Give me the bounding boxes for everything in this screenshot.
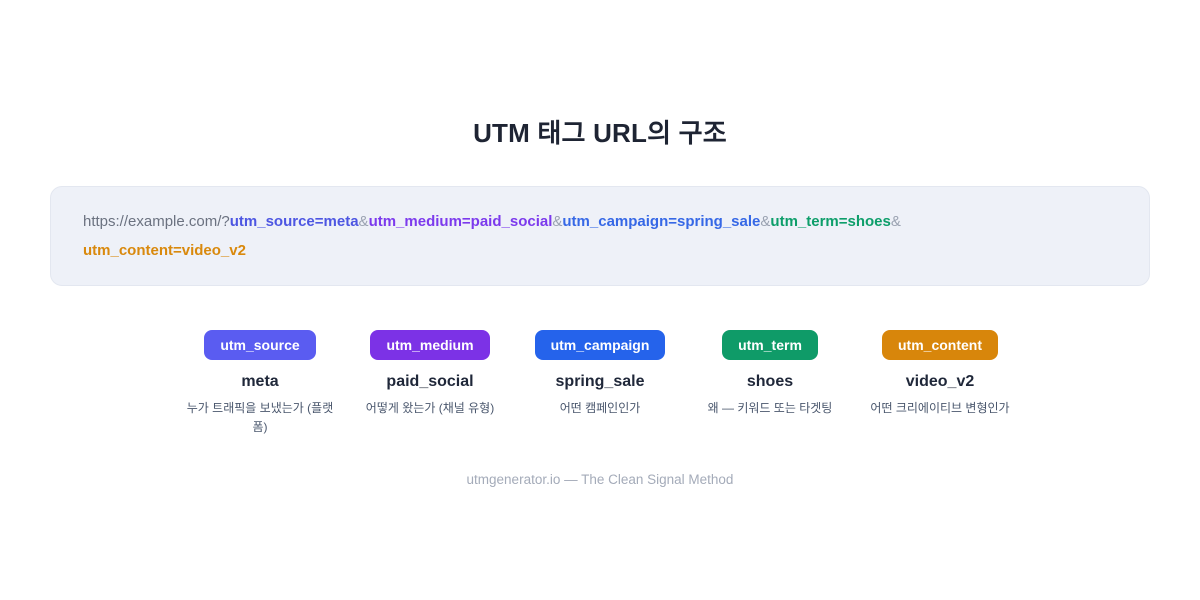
param-description: 누가 트래픽을 보냈는가 (플랫폼) [186, 401, 334, 434]
badge-utm-campaign: utm_campaign [534, 330, 666, 360]
url-separator: & [890, 213, 901, 230]
params-row: utm_source meta 누가 트래픽을 보냈는가 (플랫폼) utm_m… [0, 330, 1200, 437]
param-column-utm-content: utm_content video_v2 어떤 크리에이티브 변형인가 [865, 330, 1015, 437]
badge-utm-source: utm_source [204, 330, 316, 360]
url-separator: & [760, 213, 771, 230]
param-value: shoes [746, 373, 794, 390]
param-description: 어떤 캠페인인가 [559, 401, 641, 415]
param-value: spring_sale [555, 373, 645, 390]
url-line-2: utm_content=video_v2 [83, 236, 1117, 265]
param-column-utm-source: utm_source meta 누가 트래픽을 보냈는가 (플랫폼) [185, 330, 335, 437]
footer-attribution: utmgenerator.io — The Clean Signal Metho… [466, 472, 734, 487]
url-separator: & [552, 213, 563, 230]
param-value: video_v2 [905, 373, 975, 390]
badge-utm-term: utm_term [722, 330, 818, 360]
url-param-utm-term: utm_term=shoes [770, 213, 891, 230]
url-param-utm-content: utm_content=video_v2 [83, 242, 246, 259]
badge-utm-medium: utm_medium [370, 330, 490, 360]
param-description: 왜 — 키워드 또는 타겟팅 [707, 401, 833, 415]
badge-utm-content: utm_content [882, 330, 998, 360]
param-column-utm-term: utm_term shoes 왜 — 키워드 또는 타겟팅 [695, 330, 845, 437]
url-line-1: https://example.com/?utm_source=meta&utm… [83, 207, 1117, 236]
url-prefix: https://example.com/? [83, 213, 230, 230]
url-bar: https://example.com/?utm_source=meta&utm… [50, 186, 1150, 286]
param-value: meta [241, 373, 279, 390]
param-description: 어떻게 왔는가 (채널 유형) [365, 401, 495, 415]
param-description: 어떤 크리에이티브 변형인가 [870, 401, 1010, 415]
page-title: UTM 태그 URL의 구조 [473, 118, 727, 148]
url-param-utm-campaign: utm_campaign=spring_sale [562, 213, 761, 230]
url-param-utm-source: utm_source=meta [229, 213, 359, 230]
url-separator: & [358, 213, 369, 230]
url-param-utm-medium: utm_medium=paid_social [368, 213, 553, 230]
param-column-utm-campaign: utm_campaign spring_sale 어떤 캠페인인가 [525, 330, 675, 437]
param-column-utm-medium: utm_medium paid_social 어떻게 왔는가 (채널 유형) [355, 330, 505, 437]
param-value: paid_social [386, 373, 474, 390]
